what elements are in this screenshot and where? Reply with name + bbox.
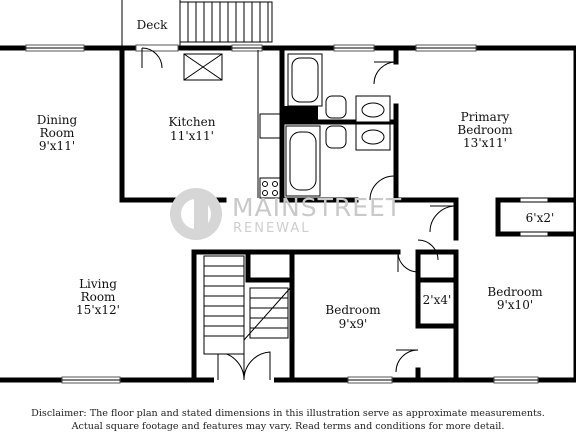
vanity-icon-upper: [355, 95, 391, 123]
deck-label: Deck: [137, 18, 168, 32]
living-label-line1: Living: [79, 277, 117, 291]
watermark-line1: MAINSTREET: [232, 193, 402, 222]
living-dims: 15'x12': [76, 303, 120, 317]
watermark-line2: RENEWAL: [233, 221, 310, 236]
bathtub-icon: [285, 125, 321, 197]
disclaimer-line2: Actual square footage and features may v…: [71, 421, 505, 432]
kitchen-dims: 11'x11': [170, 129, 214, 143]
disclaimer-line1: Disclaimer: The floor plan and stated di…: [31, 408, 545, 419]
deck-stairs: [179, 1, 273, 43]
toilet-icon-upper: [325, 95, 347, 119]
stove-icon: [259, 177, 281, 199]
bedroom-mid-label: Bedroom: [325, 303, 381, 317]
dining-dims: 9'x11': [39, 139, 75, 153]
bedroom-right-dims: 9'x10': [497, 298, 533, 312]
primary-label-line2: Bedroom: [457, 123, 513, 137]
toilet-icon-lower: [325, 125, 347, 149]
upper-shower-icon: [287, 53, 323, 107]
small-closet-dims: 2'x4': [423, 293, 452, 307]
front-door: [214, 351, 274, 386]
primary-dims: 13'x11': [463, 136, 507, 150]
deck-area: [121, 0, 273, 48]
dining-label-line1: Dining: [37, 113, 78, 127]
mainstreet-logo-icon: [170, 188, 222, 240]
kitchen-fixtures: [183, 50, 281, 199]
watermark: MAINSTREET RENEWAL: [170, 188, 402, 240]
bottom-windows: [61, 376, 539, 384]
living-label-line2: Room: [81, 290, 116, 304]
kitchen-label: Kitchen: [169, 115, 216, 129]
dining-label-line2: Room: [40, 126, 75, 140]
primary-closet-dims: 6'x2': [526, 211, 555, 225]
closet-doors: [141, 47, 549, 373]
room-labels: Deck Kitchen 11'x11' Dining Room 9'x11' …: [37, 18, 555, 331]
interior-stairs: [203, 255, 293, 355]
bedroom-mid-dims: 9'x9': [339, 317, 368, 331]
disclaimer: Disclaimer: The floor plan and stated di…: [0, 407, 576, 433]
primary-label-line1: Primary: [461, 110, 510, 124]
top-windows: [25, 44, 477, 52]
vanity-icon-lower: [355, 123, 391, 151]
kitchen-sink-icon: [259, 113, 281, 139]
bedroom-right-label: Bedroom: [487, 285, 543, 299]
deck-stair-treads: [187, 2, 269, 42]
bathroom-fixtures: [282, 53, 391, 197]
